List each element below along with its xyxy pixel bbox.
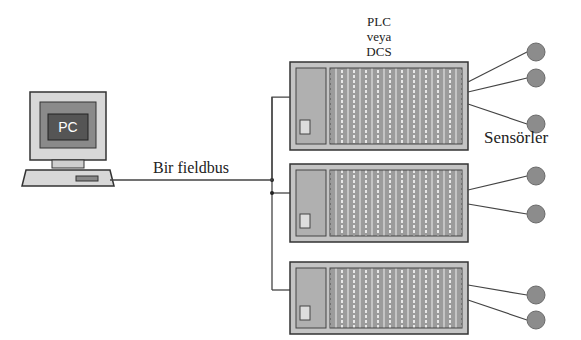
screen-label: PC bbox=[48, 114, 88, 140]
rack bbox=[290, 62, 468, 150]
sensor-label: Sensörler bbox=[484, 128, 548, 148]
fieldbus-wires bbox=[272, 97, 290, 290]
bus-label: Bir fieldbus bbox=[153, 159, 229, 177]
sensor bbox=[527, 43, 545, 329]
fieldbus-line bbox=[110, 97, 290, 180]
pc-computer: PC bbox=[22, 88, 114, 188]
device-heading: PLC veya DCS bbox=[357, 14, 401, 59]
rack bbox=[290, 164, 468, 242]
junction-dot bbox=[270, 191, 274, 195]
plc-rack: PLC veya DCS bbox=[290, 62, 468, 150]
pc-icon bbox=[22, 92, 114, 186]
rack bbox=[290, 262, 468, 334]
sensor-wires bbox=[468, 52, 527, 320]
